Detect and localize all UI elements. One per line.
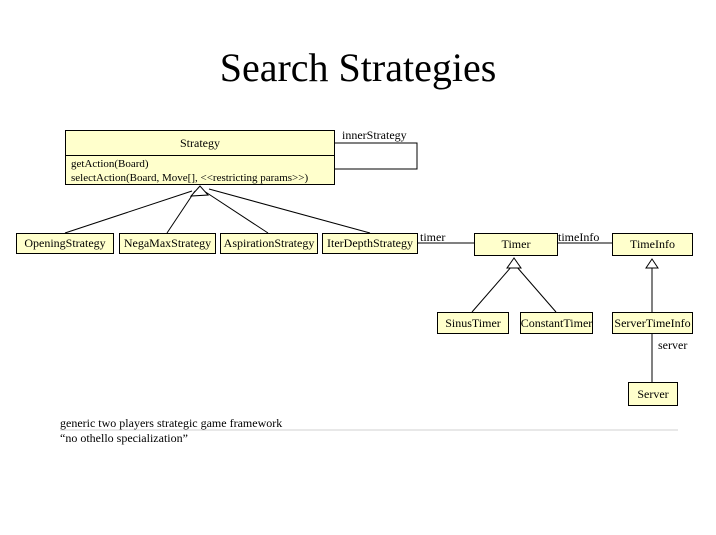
strategy-methods: getAction(Board) selectAction(Board, Mov… [66,156,334,186]
inherit-arrowhead-strategy [189,185,210,197]
inherit-aspiration [203,190,269,234]
server-timeinfo-class: ServerTimeInfo [612,312,693,334]
timeinfo-class: TimeInfo [612,233,693,256]
server-class: Server [628,382,678,406]
inherit-opening [64,190,193,234]
inherit-arrowhead-timeinfo [645,258,659,269]
timer-role-label: timer [420,230,446,244]
inner-strategy-label: innerStrategy [342,128,407,142]
inherit-negamax [166,190,196,234]
sinus-timer-class: SinusTimer [437,312,509,334]
strategy-class: Strategy getAction(Board) selectAction(B… [65,130,335,185]
note-line-1: generic two players strategic game frame… [60,416,283,430]
inner-strategy-link [335,142,418,170]
method-select-action: selectAction(Board, Move[], <<restrictin… [71,172,309,184]
aspiration-strategy-class: AspirationStrategy [220,233,318,254]
method-get-action: getAction(Board) [71,158,149,170]
inherit-arrowhead-timer [506,257,522,269]
note-line-2: “no othello specialization” [60,431,188,445]
timer-class: Timer [474,233,558,256]
framework-note: generic two players strategic game frame… [60,416,282,446]
slide-title: Search Strategies [219,45,497,90]
iterdepth-strategy-class: IterDepthStrategy [322,233,418,254]
constant-timer-class: ConstantTimer [520,312,593,334]
inherit-constant [515,265,557,313]
inherit-sinus [471,265,513,313]
inherit-iterdepth [208,188,371,234]
opening-strategy-class: OpeningStrategy [16,233,114,254]
negamax-strategy-class: NegaMaxStrategy [119,233,216,254]
strategy-class-name: Strategy [66,131,334,156]
timeinfo-role-label: timeInfo [558,230,600,244]
server-role-label: server [658,338,688,352]
